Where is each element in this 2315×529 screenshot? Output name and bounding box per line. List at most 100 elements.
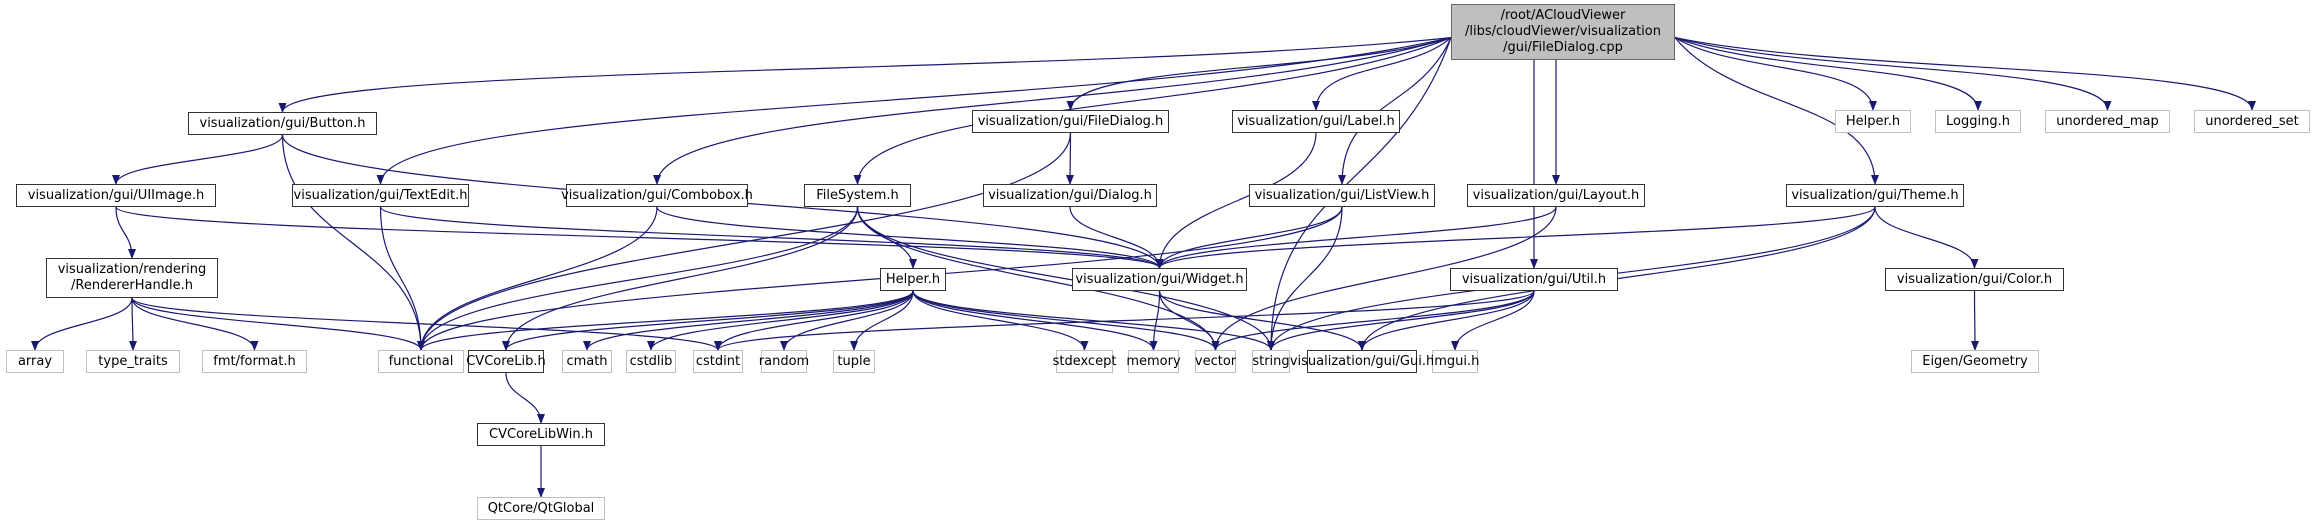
edge-helper-int-to-random [780,290,914,351]
edge-util-to-gui [1358,290,1535,351]
node-label: CVCoreLibWin.h [489,426,593,442]
node-label: visualization/gui/Util.h [1461,271,1607,287]
node-label: Logging.h [1946,113,2010,129]
edge-textedit-to-functional [379,206,425,351]
node-root[interactable]: /root/ACloudViewer /libs/cloudViewer/vis… [1451,4,1675,60]
node-label: random [758,353,810,369]
edge-root-to-filesystem [853,37,1452,185]
edge-rendererhandle-to-array [31,297,133,351]
edge-root-to-unordered-set [1674,37,2256,111]
edge-root-to-logging [1674,37,1982,111]
edge-uiimage-to-rendererhandle [115,206,136,259]
node-rendererhandle[interactable]: visualization/rendering /RendererHandle.… [46,258,218,298]
edge-root-to-helper-ext [1674,37,1877,111]
node-util[interactable]: visualization/gui/Util.h [1450,268,1618,291]
edge-root-to-combobox [653,37,1452,185]
edge-dialog-to-widget [1069,206,1164,269]
node-label: fmt/format.h [213,353,296,369]
edge-root-to-theme [1674,37,1879,185]
node-label: unordered_map [2056,113,2159,129]
node-widget[interactable]: visualization/gui/Widget.h [1072,268,1247,291]
node-label: cstdint [695,353,741,369]
node-textedit[interactable]: visualization/gui/TextEdit.h [292,184,469,207]
edge-util-to-cstdint [714,290,1535,351]
edge-button-to-functional [281,134,425,351]
node-label: memory [1126,353,1181,369]
edge-util-to-vector [1211,290,1535,351]
node-label: vector [1194,353,1237,369]
node-label[interactable]: visualization/gui/Label.h [1232,110,1400,133]
edge-helper-int-to-stdexcept [912,290,1089,351]
node-label: functional [388,353,454,369]
node-filesystem[interactable]: FileSystem.h [804,184,911,207]
edge-filesystem-to-vector [856,206,1220,351]
node-cstdint: cstdint [693,350,743,373]
node-tuple: tuple [833,350,875,373]
edge-combobox-to-functional [417,206,658,351]
node-label: visualization/gui/TextEdit.h [293,187,468,203]
node-label: visualization/gui/Widget.h [1075,271,1244,287]
node-layout[interactable]: visualization/gui/Layout.h [1467,184,1645,207]
edge-filedialog-h-to-dialog [1066,132,1075,185]
node-type-traits: type_traits [86,350,180,373]
node-gui[interactable]: visualization/gui/Gui.h [1290,350,1434,373]
node-label: QtCore/QtGlobal [487,500,595,516]
edge-uiimage-to-widget [115,206,1164,269]
edge-layout-to-widget [1155,206,1557,269]
node-label: string [1252,353,1290,369]
edge-button-to-uiimage [112,134,284,185]
node-theme[interactable]: visualization/gui/Theme.h [1786,184,1964,207]
edge-layout-to-vector [1211,206,1557,351]
edge-color-to-eigen-geometry [1970,290,1979,351]
node-label: visualization/gui/FileDialog.h [977,113,1164,129]
node-label: visualization/gui/Theme.h [1791,187,1959,203]
edge-label-to-widget [1155,132,1317,269]
edge-util-to-string [1267,290,1535,351]
edge-helper-int-to-cstdint [714,290,914,351]
node-logging: Logging.h [1935,110,2021,133]
edge-listview-to-string [1267,206,1343,351]
node-label: visualization/gui/Button.h [199,115,366,131]
node-stdexcept: stdexcept [1053,350,1116,373]
edge-widget-to-memory [1149,290,1161,351]
node-label: visualization/gui/Layout.h [1472,187,1640,203]
node-label: array [17,353,53,369]
node-filedialog-h[interactable]: visualization/gui/FileDialog.h [972,110,1169,133]
edge-theme-to-color [1874,206,1979,269]
node-functional: functional [378,350,464,373]
node-label: FileSystem.h [816,187,899,203]
node-listview[interactable]: visualization/gui/ListView.h [1249,184,1435,207]
edge-filesystem-to-cvcorelib [502,206,859,351]
edge-rendererhandle-to-functional [131,297,425,351]
node-button[interactable]: visualization/gui/Button.h [188,112,377,135]
node-fmt-format: fmt/format.h [202,350,307,373]
edge-theme-to-gui [1358,206,1876,351]
node-label: visualization/gui/Gui.h [1289,353,1435,369]
node-label: imgui.h [1430,353,1480,369]
edge-helper-int-to-string [912,290,1275,351]
node-label: visualization/gui/Dialog.h [988,187,1152,203]
node-label: stdexcept [1052,353,1117,369]
node-array: array [6,350,64,373]
edge-rendererhandle-to-type-traits [128,297,137,351]
edge-root-to-filedialog-h [1066,37,1452,111]
node-dialog[interactable]: visualization/gui/Dialog.h [983,184,1157,207]
node-uiimage[interactable]: visualization/gui/UIImage.h [16,184,216,207]
edge-helper-int-to-cvcorelib [502,290,914,351]
node-color[interactable]: visualization/gui/Color.h [1885,268,2064,291]
edge-root-to-textedit [376,37,1452,185]
node-unordered-map: unordered_map [2045,110,2170,133]
node-label: visualization/rendering /RendererHandle.… [57,262,207,293]
edge-rendererhandle-to-cstdint [131,297,722,351]
edge-helper-int-to-memory [912,290,1158,351]
node-helper-ext: Helper.h [1835,110,1911,133]
node-cvcorelibwin[interactable]: CVCoreLibWin.h [477,423,605,446]
node-cvcorelib[interactable]: CVCoreLib.h [466,350,546,373]
node-label: Helper.h [1845,113,1901,129]
node-helper-int[interactable]: Helper.h [880,268,946,291]
node-label: visualization/gui/Combobox.h [561,187,753,203]
node-combobox[interactable]: visualization/gui/Combobox.h [561,184,753,207]
node-label: unordered_set [2205,113,2299,129]
edge-root-to-button [278,37,1452,113]
